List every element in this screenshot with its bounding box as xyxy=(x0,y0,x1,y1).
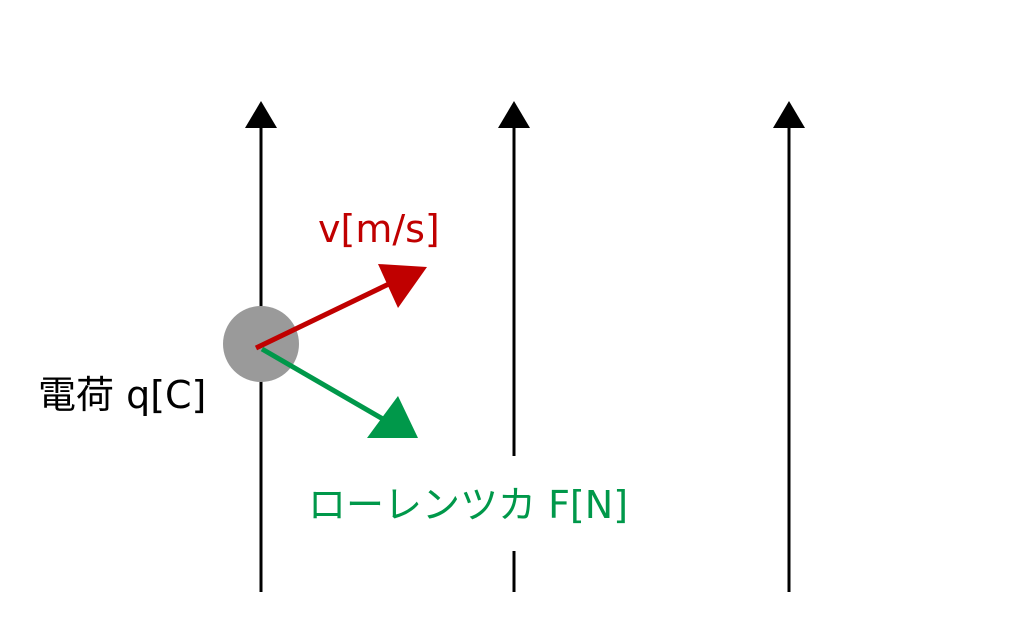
force-arrow-head-icon xyxy=(367,396,418,438)
field-arrow-head-icon xyxy=(245,101,277,128)
velocity-arrow-head-icon xyxy=(378,264,427,308)
field-line-middle xyxy=(498,101,530,592)
force-label: ローレンツカ F[N] xyxy=(308,483,629,527)
field-arrow-head-icon xyxy=(498,101,530,128)
velocity-vector xyxy=(254,264,427,351)
field-line-right xyxy=(773,101,805,592)
charge-label: 電荷 q[C] xyxy=(38,373,207,417)
force-vector xyxy=(260,346,418,438)
velocity-label: v[m/s] xyxy=(318,207,440,251)
field-arrow-head-icon xyxy=(773,101,805,128)
